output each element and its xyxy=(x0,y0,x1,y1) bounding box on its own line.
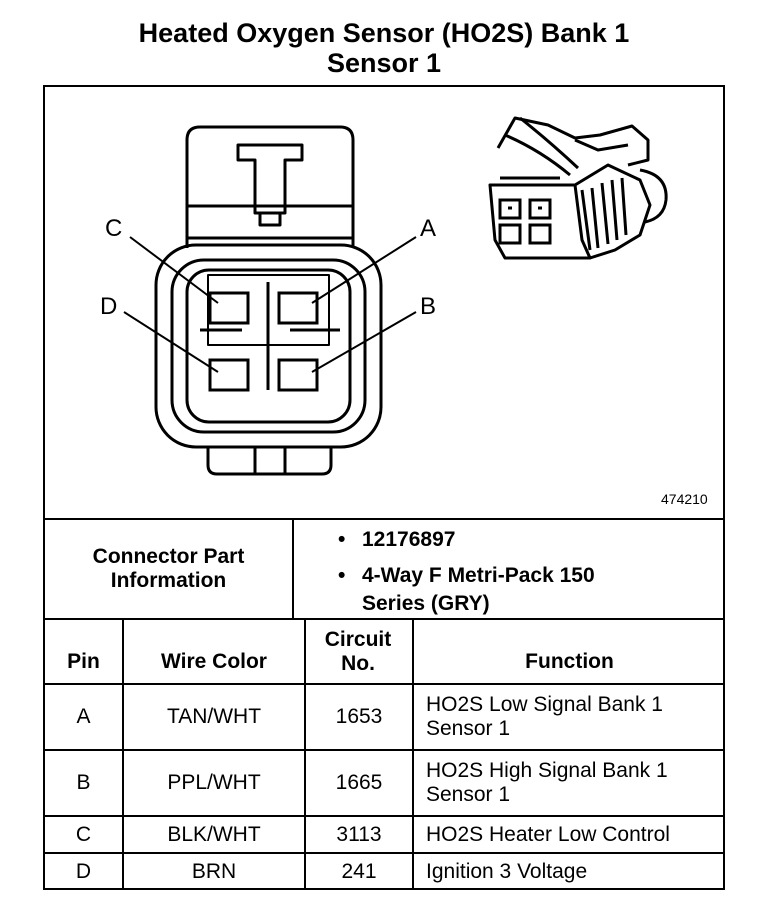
pin-label-d: D xyxy=(100,293,117,320)
connector-latch xyxy=(236,143,304,215)
table-cell-circuit: 241 xyxy=(341,860,377,883)
leader-line-a xyxy=(311,236,417,304)
diagram-frame xyxy=(43,85,725,890)
table-divider xyxy=(43,618,725,620)
cavity-c xyxy=(208,291,250,325)
table-cell-circuit: 1665 xyxy=(335,771,383,794)
connector-info-item: •4-Way F Metri-Pack 150 Series (GRY) xyxy=(338,564,595,615)
connector-bottom-tab xyxy=(206,447,333,476)
header-wire-color: Wire Color xyxy=(161,649,267,673)
header-function: Function xyxy=(525,649,614,673)
connector-info-label: Connector Part Information xyxy=(92,545,245,592)
header-pin: Pin xyxy=(67,649,100,673)
pin-label-a: A xyxy=(420,215,436,242)
table-cell-pin: A xyxy=(76,705,91,728)
connector-info-list: •12176897 •4-Way F Metri-Pack 150 Series… xyxy=(338,524,638,618)
leader-line-d xyxy=(123,311,219,373)
table-cell-pin: C xyxy=(75,822,92,846)
connector-diagram: C A D B xyxy=(100,116,668,476)
table-cell-function: HO2S High Signal Bank 1 Sensor 1 xyxy=(426,759,668,806)
connector-info-item: •12176897 xyxy=(338,528,456,551)
cavity-b xyxy=(277,358,319,392)
diagram-title-line1: Heated Oxygen Sensor (HO2S) Bank 1 xyxy=(138,18,630,48)
table-divider xyxy=(412,618,414,890)
table-divider xyxy=(43,749,725,751)
cavity-d xyxy=(208,358,250,392)
table-cell-function: HO2S Heater Low Control xyxy=(426,822,670,846)
pin-label-b: B xyxy=(420,293,436,320)
pin-label-c: C xyxy=(105,215,122,242)
cavity-a xyxy=(277,291,319,325)
connector-latch-housing xyxy=(185,125,355,248)
table-cell-wire-color: BLK/WHT xyxy=(167,822,261,846)
table-cell-circuit: 1653 xyxy=(335,705,383,728)
figure-number: 474210 xyxy=(661,491,708,507)
table-cell-wire-color: BRN xyxy=(191,860,237,883)
connector-3d-illustration xyxy=(488,116,668,260)
table-divider xyxy=(304,618,306,890)
table-cell-wire-color: PPL/WHT xyxy=(167,771,261,794)
table-cell-function: HO2S Low Signal Bank 1 Sensor 1 xyxy=(426,693,663,740)
table-cell-circuit: 3113 xyxy=(336,822,382,846)
table-cell-pin: D xyxy=(75,860,92,883)
table-divider xyxy=(43,683,725,685)
table-cell-pin: B xyxy=(76,771,91,794)
connector-body xyxy=(154,243,383,449)
leader-line-b xyxy=(311,311,417,373)
leader-line-c xyxy=(129,236,219,304)
diagram-title-line2: Sensor 1 xyxy=(326,48,442,78)
table-divider xyxy=(122,618,124,890)
table-divider xyxy=(43,852,725,854)
header-circuit-no: Circuit No. xyxy=(324,627,392,675)
table-divider xyxy=(43,815,725,817)
table-divider xyxy=(292,518,294,620)
table-cell-wire-color: TAN/WHT xyxy=(166,705,262,728)
table-cell-function: Ignition 3 Voltage xyxy=(426,860,588,883)
table-top-border xyxy=(43,518,725,520)
